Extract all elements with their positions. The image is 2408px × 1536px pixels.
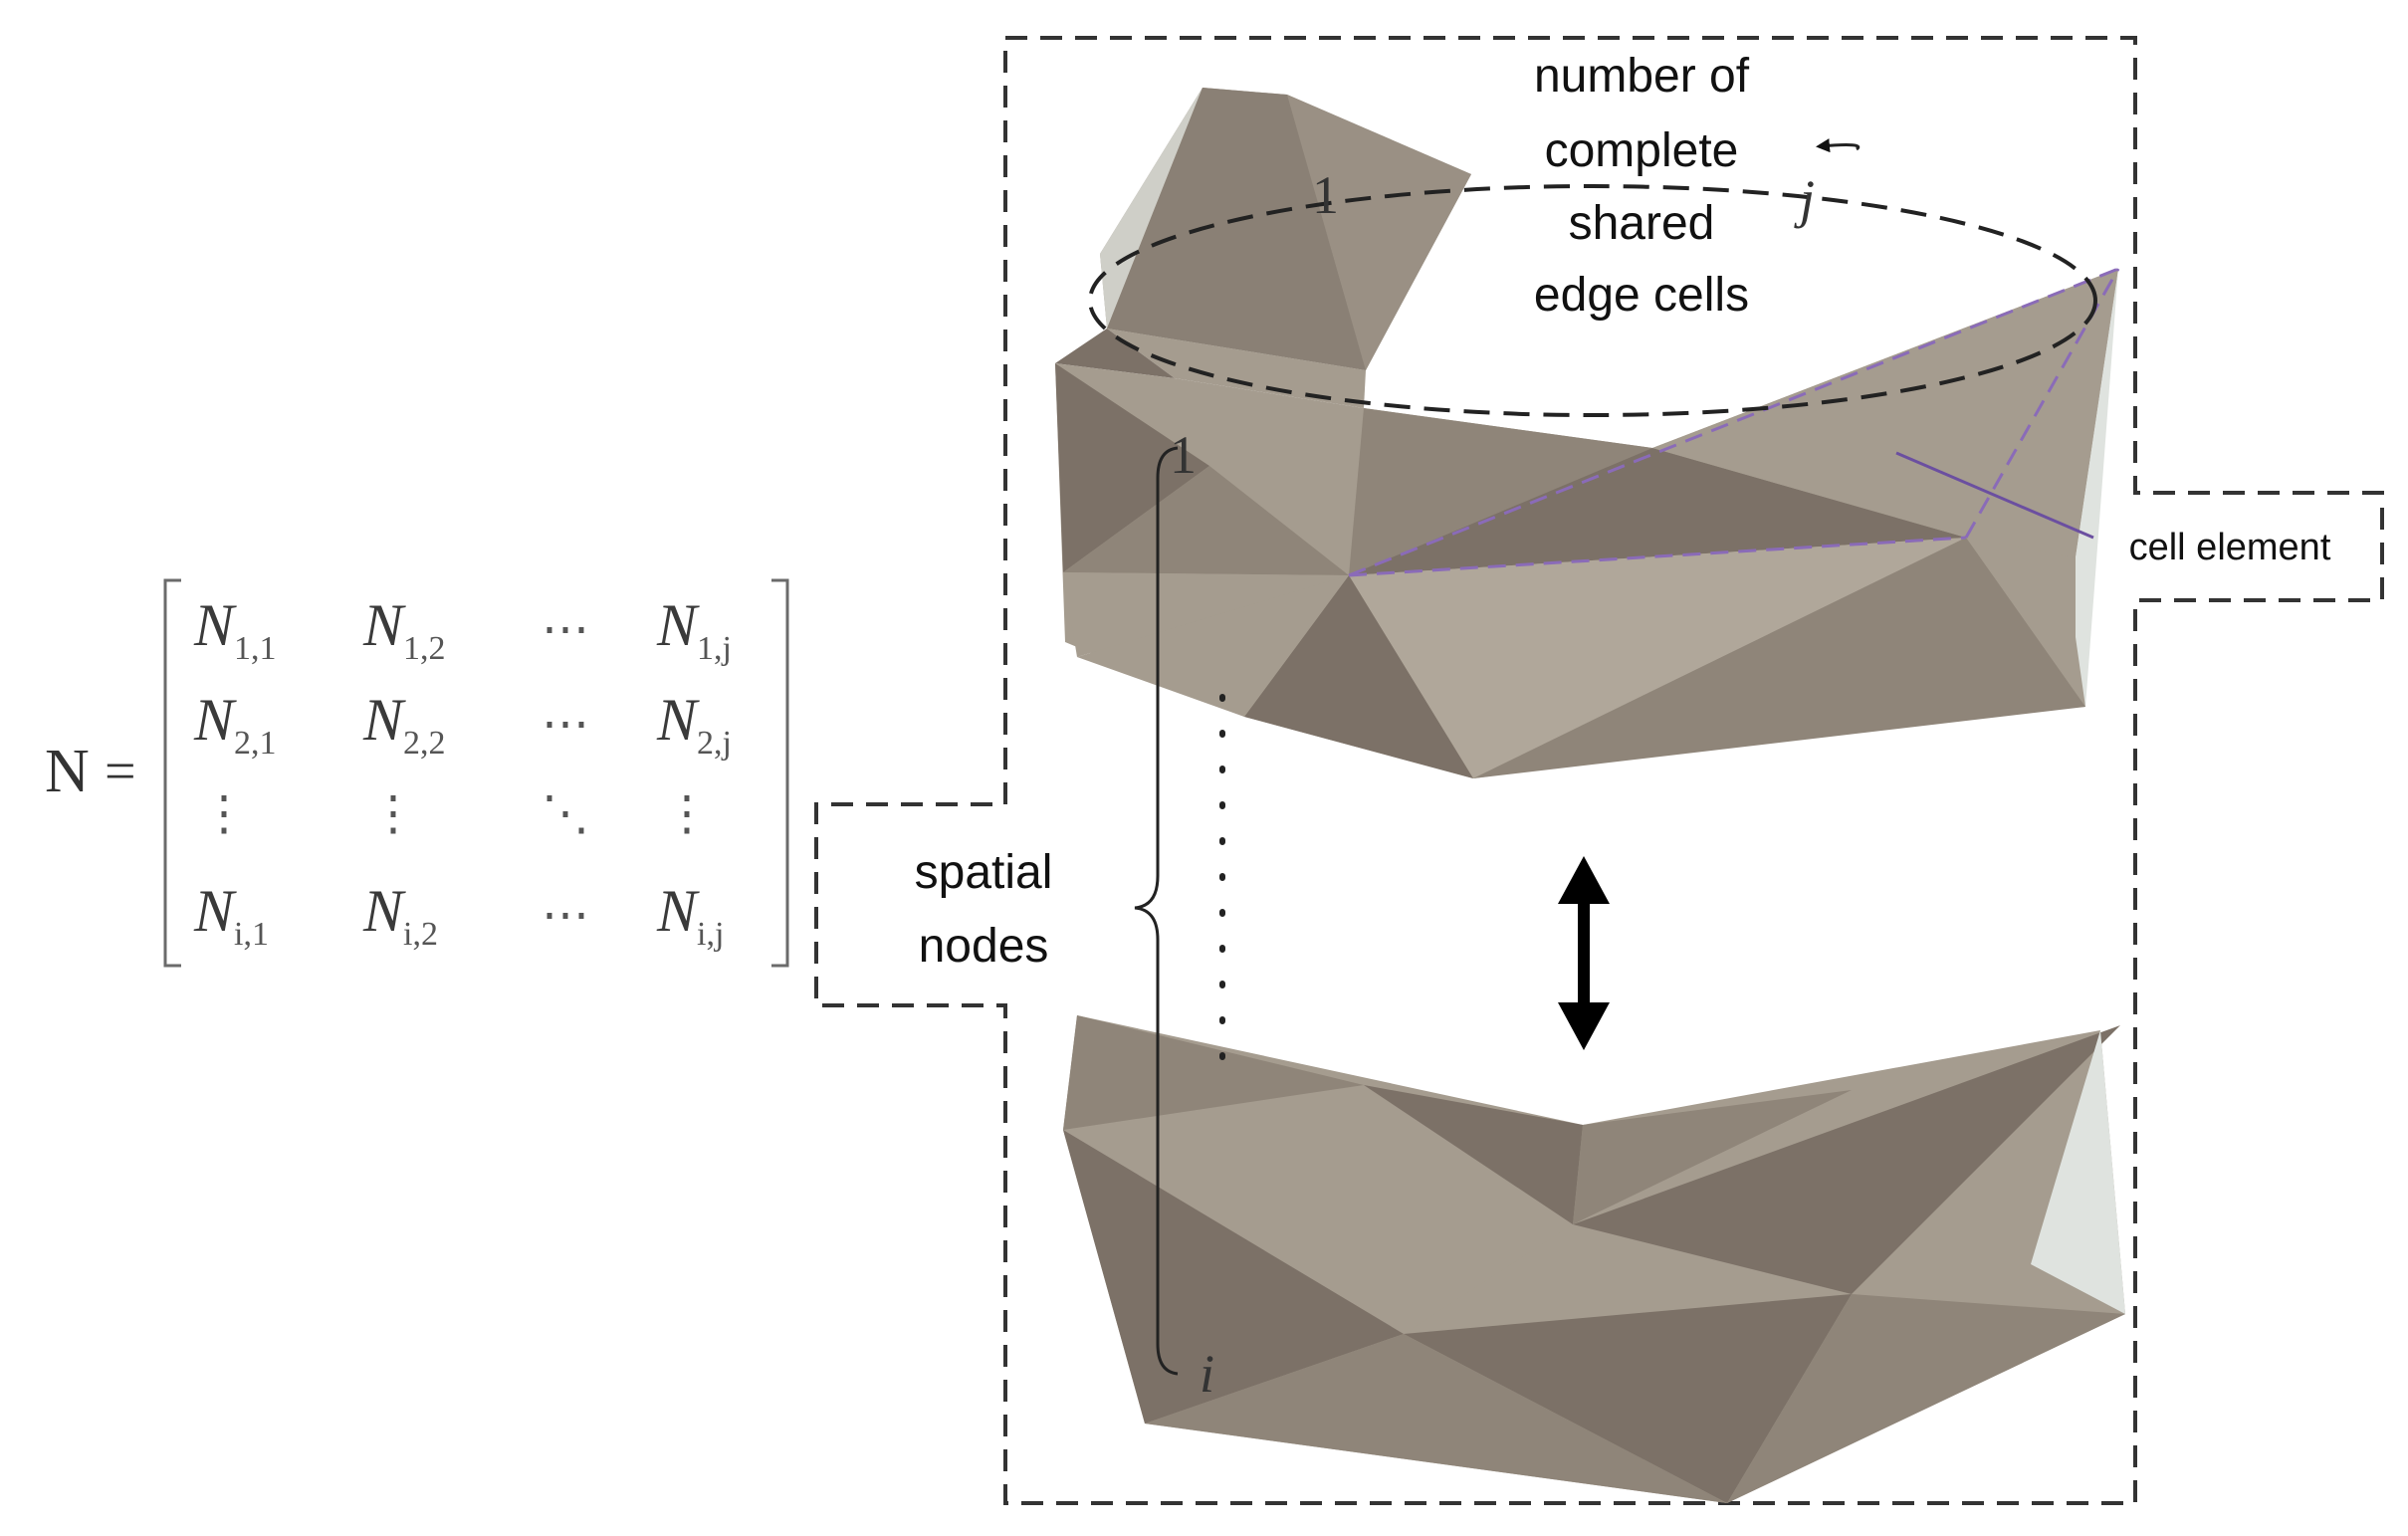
matrix-entry-r2-c1: N2,1 (193, 687, 277, 762)
lower-mesh (1063, 1015, 2125, 1503)
matrix-entry-r1-c3: ⋯ (542, 603, 589, 656)
ring-start-index: 1 (1312, 165, 1339, 225)
matrix-entry-r3-c1: ⋮ (200, 787, 248, 840)
matrix-entry-r2-c2: N2,2 (362, 687, 446, 762)
matrix-entry-r3-c2: ⋮ (369, 787, 417, 840)
spatial-nodes-label-line2: nodes (919, 920, 1049, 973)
ring-arrow (1816, 138, 1861, 153)
matrix-name: N (45, 738, 90, 805)
cell-element-leader (1895, 451, 2094, 540)
spatial-nodes-label-line1: spatial (915, 846, 1053, 899)
shared-edge-label-line2: complete (1545, 124, 1739, 177)
shared-edge-label-line4: edge cells (1534, 269, 1749, 322)
matrix-entry-r4-c3: ⋯ (542, 889, 589, 942)
node-end-index: i (1200, 1344, 1214, 1404)
node-start-index: 1 (1170, 425, 1197, 485)
upper-mesh (1055, 88, 2118, 778)
double-arrow (1558, 856, 1610, 1050)
matrix-brackets (163, 578, 789, 968)
matrix-entry-r2-c4: N2,j (656, 687, 732, 762)
matrix-entry-r3-c4: ⋮ (663, 787, 711, 840)
matrix-entry-r4-c4: Ni,j (656, 878, 724, 953)
ring-ellipse (1088, 184, 2097, 417)
matrix-entry-r4-c1: Ni,1 (193, 878, 269, 953)
dashed-frame (814, 36, 2384, 1505)
matrix-entry-r1-c2: N1,2 (362, 592, 446, 667)
matrix-entry-r3-c3: ⋱ (542, 787, 589, 840)
matrix-entry-r1-c1: N1,1 (193, 592, 277, 667)
cell-element-label: cell element (2129, 527, 2331, 568)
matrix-equals: = (105, 741, 136, 802)
matrix-cells: N1,1 N1,2 ⋯ N1,jN2,1 N2,2 ⋯ N2,j ⋮ ⋮ ⋱ ⋮ Ni,1 Ni,2 ⋯ N… (193, 592, 732, 953)
spatial-nodes-brace (1134, 446, 1179, 1376)
matrix-entry-r4-c2: Ni,2 (362, 878, 438, 953)
matrix-entry-r1-c4: N1,j (656, 592, 732, 667)
matrix-entry-r2-c3: ⋯ (542, 698, 589, 751)
ring-end-index: j (1794, 169, 1815, 229)
shared-edge-label-line1: number of (1534, 50, 1750, 103)
shared-edge-label-line3: shared (1569, 197, 1715, 250)
